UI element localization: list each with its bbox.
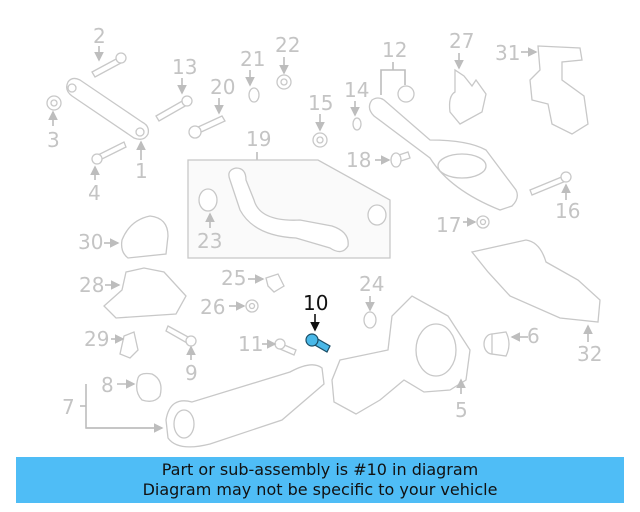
part-8-bushing: [117, 372, 162, 402]
callout-label-23: 23: [197, 229, 222, 253]
part-9-bolt: [165, 325, 197, 360]
callout-label-4: 4: [88, 181, 101, 205]
callout-label-16: 16: [555, 199, 580, 223]
callout-label-9: 9: [185, 361, 198, 385]
callout-label-5: 5: [455, 398, 468, 422]
part-21-washer: [245, 70, 260, 103]
callout-label-3: 3: [47, 128, 60, 152]
info-banner: Part or sub-assembly is #10 in diagram D…: [16, 457, 624, 503]
part-29-clip: [111, 331, 139, 359]
part-14-washer: [350, 101, 362, 131]
part-25-clip: [248, 273, 285, 293]
callout-label-7: 7: [62, 395, 75, 419]
part-2-bolt: [91, 46, 127, 78]
callout-label-31: 31: [495, 41, 520, 65]
callout-label-21: 21: [240, 47, 265, 71]
part-19-upper-arm-assembly: [187, 152, 391, 259]
parts-diagram: 1234567891011121314151617181920212223242…: [46, 24, 602, 448]
part-11-bolt: [262, 338, 297, 356]
callout-label-28: 28: [79, 273, 104, 297]
part-27-bracket: [448, 53, 487, 125]
callout-label-18: 18: [346, 148, 371, 172]
callout-label-11: 11: [238, 332, 263, 356]
part-13-bolt: [155, 78, 193, 122]
callout-label-26: 26: [200, 295, 225, 319]
callout-label-25: 25: [221, 266, 246, 290]
part-26-nut: [229, 299, 259, 313]
part-6-bushing: [483, 331, 528, 357]
part-10-bolt-highlighted: [305, 314, 331, 353]
part-18-bolt: [375, 151, 411, 168]
part-3-nut: [46, 95, 62, 126]
callout-label-14: 14: [344, 78, 369, 102]
part-22-nut: [276, 57, 292, 90]
callout-label-15: 15: [308, 91, 333, 115]
callout-label-1: 1: [135, 159, 148, 183]
callout-label-27: 27: [449, 29, 474, 53]
part-24-washer: [363, 296, 377, 329]
callout-label-6: 6: [527, 324, 540, 348]
part-17-nut: [463, 215, 490, 229]
banner-line-1: Part or sub-assembly is #10 in diagram: [161, 460, 479, 479]
callout-label-29: 29: [84, 327, 109, 351]
part-20-bolt: [188, 98, 226, 139]
callout-label-17: 17: [436, 213, 461, 237]
callout-label-10: 10: [303, 291, 328, 315]
callout-label-30: 30: [78, 230, 103, 254]
part-4-bolt: [90, 141, 127, 180]
callout-label-2: 2: [93, 24, 106, 48]
part-28-mount: [103, 267, 187, 319]
callout-label-20: 20: [210, 75, 235, 99]
part-30-bump-stop: [104, 215, 169, 259]
banner-line-2: Diagram may not be specific to your vehi…: [142, 480, 498, 499]
part-31-bracket: [521, 45, 589, 135]
part-16-bolt: [529, 171, 572, 200]
part-32-subframe-brace: [470, 239, 601, 342]
part-12-lower-control-arm: [368, 62, 518, 211]
callout-label-13: 13: [172, 55, 197, 79]
callout-label-19: 19: [246, 127, 271, 151]
callout-label-32: 32: [577, 342, 602, 366]
callout-label-24: 24: [359, 272, 384, 296]
callout-label-8: 8: [101, 373, 114, 397]
part-15-nut: [312, 114, 328, 148]
callout-label-12: 12: [382, 38, 407, 62]
part-7-trailing-arm: [80, 364, 325, 448]
callout-label-22: 22: [275, 33, 300, 57]
part-5-knuckle: [331, 295, 471, 415]
part-1-link-arm: [66, 77, 150, 160]
